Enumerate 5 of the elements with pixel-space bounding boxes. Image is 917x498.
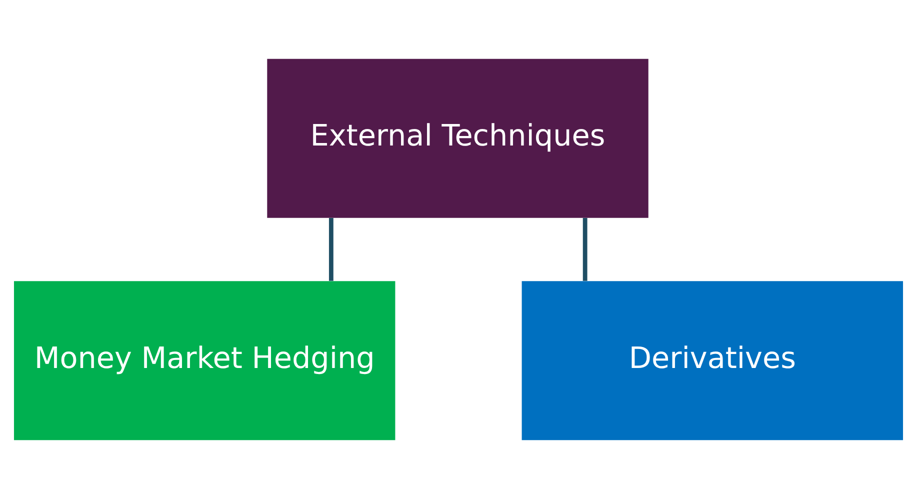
connector xyxy=(582,217,588,280)
node-box: External Techniques xyxy=(267,58,648,218)
node-box: Money Market Hedging xyxy=(14,280,396,440)
node-box: Derivatives xyxy=(522,280,904,440)
connector xyxy=(328,217,334,280)
